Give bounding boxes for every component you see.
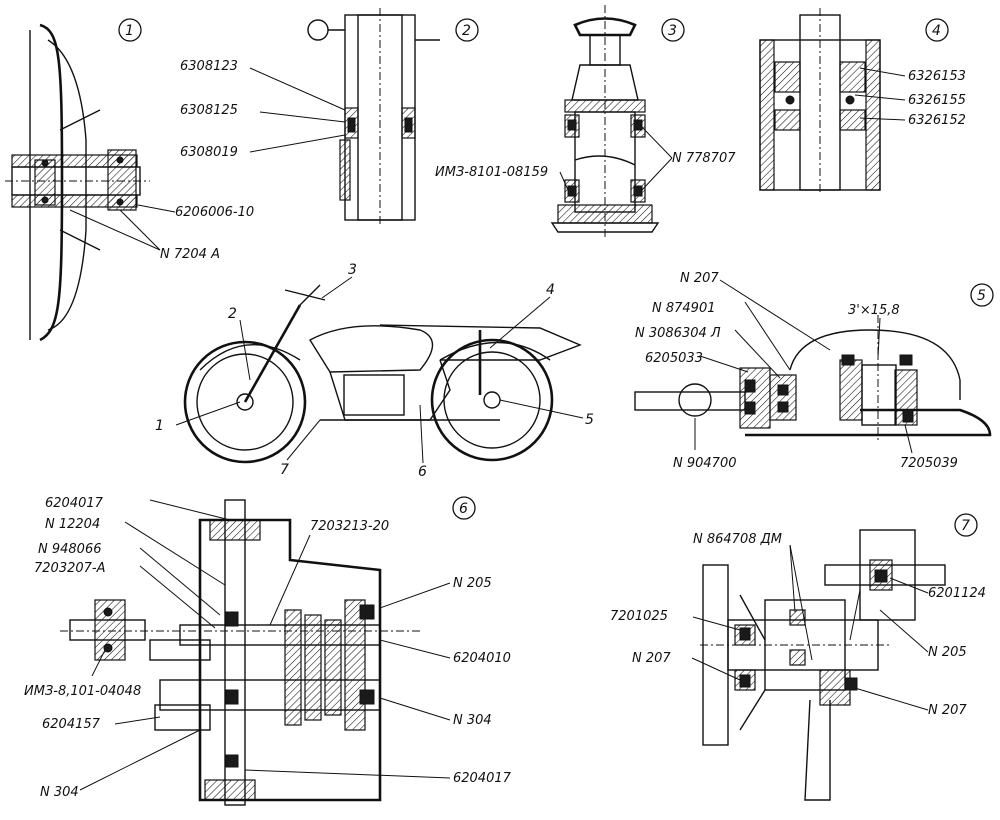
panel-1-wheel-hub — [5, 23, 176, 342]
panel-1-number-circle — [118, 18, 142, 42]
panel-7-label: N 207 — [632, 651, 671, 666]
panel-7-label: N 207 — [928, 703, 967, 718]
panel-4-label: 6326155 — [908, 93, 966, 108]
panel-2-label: 6308123 — [180, 59, 238, 74]
panel-7-engine-shaft — [691, 529, 946, 801]
panel-3-labels: 3 ИМЗ-8101-08159 N 778707 — [435, 18, 736, 180]
panel-5-label: N 874901 — [652, 301, 715, 316]
panel-2-number: 2 — [462, 23, 471, 39]
panel-2-fork — [249, 8, 440, 225]
panel-7-label: N 864708 ДМ — [693, 532, 782, 547]
panel-4-number-circle — [925, 18, 949, 42]
panel-3-label: N 778707 — [672, 151, 736, 166]
bike-callout: 4 — [546, 282, 555, 298]
panel-3-number: 3 — [668, 23, 677, 39]
panel-4-shock-top — [759, 8, 906, 195]
panel-7-label: 6201124 — [928, 586, 986, 601]
panel-5-label: 3'×15,8 — [848, 303, 900, 318]
panel-5-label: 7205039 — [900, 456, 958, 471]
panel-6-label: 6204157 — [42, 717, 101, 732]
panel-1-labels: 1 6206006-10 N 7204 A — [118, 18, 254, 262]
panel-6-number-circle — [452, 496, 476, 520]
panel-6-label: N 304 — [453, 713, 492, 728]
panel-3-steering-head — [550, 5, 673, 240]
panel-6-label: ИМЗ-8,101-04048 — [24, 684, 141, 699]
motorcycle-drawing — [183, 284, 582, 464]
panel-3-number-circle — [661, 18, 685, 42]
panel-4-number: 4 — [932, 23, 941, 39]
motorcycle-callouts: 1 2 3 4 5 6 7 — [155, 262, 594, 480]
panel-5-label: N 207 — [680, 271, 719, 286]
panel-1-number: 1 — [125, 23, 134, 39]
bike-callout: 3 — [348, 262, 357, 278]
panel-4-label: 6326153 — [908, 69, 966, 84]
panel-2-label: 6308019 — [180, 145, 238, 160]
panel-7-label: N 205 — [928, 645, 967, 660]
panel-6-label: N 205 — [453, 576, 492, 591]
panel-6-labels: 6 6204017 N 12204 N 948066 7203207-А 720… — [24, 496, 512, 800]
panel-1-label: N 7204 A — [160, 247, 220, 262]
panel-7-labels: 7 N 864708 ДМ 7201025 N 207 6201124 N 20… — [610, 513, 986, 718]
panel-7-number: 7 — [961, 518, 970, 534]
panel-5-number-circle — [970, 283, 994, 307]
panel-6-label: N 12204 — [45, 517, 100, 532]
panel-1-label: 6206006-10 — [175, 205, 254, 220]
panel-3-label: ИМЗ-8101-08159 — [435, 165, 548, 180]
panel-5-number: 5 — [977, 288, 986, 304]
panel-5-label: N 3086304 Л — [635, 326, 721, 341]
panel-6-label: 7203213-20 — [310, 519, 389, 534]
panel-5-final-drive — [634, 279, 992, 454]
bike-callout: 5 — [585, 412, 594, 428]
bike-callout: 7 — [280, 462, 289, 478]
panel-6-label: N 304 — [40, 785, 79, 800]
panel-6-gearbox — [60, 499, 451, 806]
panel-6-label: 6204017 — [453, 771, 512, 786]
bike-callout: 1 — [155, 418, 164, 434]
bike-callout: 6 — [418, 464, 427, 480]
panel-6-number: 6 — [459, 501, 468, 517]
panel-7-label: 7201025 — [610, 609, 668, 624]
panel-4-labels: 4 6326153 6326155 6326152 — [908, 18, 966, 128]
panel-6-label: 6204017 — [45, 496, 104, 511]
panel-5-label: N 904700 — [673, 456, 736, 471]
panel-5-label: 6205033 — [645, 351, 703, 366]
panel-6-label: 7203207-А — [34, 561, 105, 576]
panel-7-number-circle — [954, 513, 978, 537]
panel-2-number-circle — [455, 18, 479, 42]
panel-4-label: 6326152 — [908, 113, 966, 128]
panel-6-label: N 948066 — [38, 542, 101, 557]
panel-2-labels: 2 6308123 6308125 6308019 — [180, 18, 479, 160]
panel-5-labels: 5 N 207 N 874901 N 3086304 Л 6205033 N 9… — [635, 271, 994, 471]
panel-6-label: 6204010 — [453, 651, 511, 666]
bike-callout: 2 — [228, 306, 237, 322]
panel-2-label: 6308125 — [180, 103, 238, 118]
